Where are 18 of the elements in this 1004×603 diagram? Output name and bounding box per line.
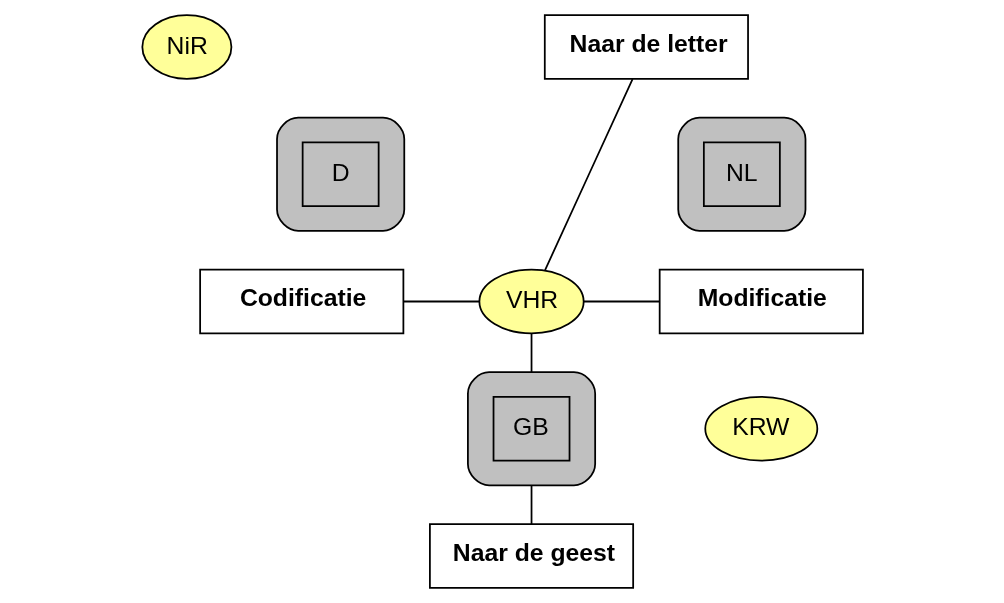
node-ellipse: NiR [140, 14, 232, 80]
node-box: NL [702, 141, 781, 207]
node-ellipse: KRW [703, 396, 818, 462]
cluster [676, 116, 806, 232]
node-box: Modificatie [658, 268, 864, 335]
connector [530, 484, 532, 525]
node-box: Naar de geest [428, 523, 634, 589]
connector [543, 78, 633, 271]
connector [582, 300, 660, 303]
node-box: Codificatie [198, 268, 404, 335]
node-box: GB [492, 396, 570, 462]
connector [402, 300, 480, 303]
cluster [275, 116, 405, 232]
node-box: Naar de letter [543, 14, 749, 80]
cluster [466, 371, 596, 487]
node-ellipse: VHR [478, 268, 585, 335]
connector [530, 332, 532, 374]
node-box: D [301, 141, 380, 207]
